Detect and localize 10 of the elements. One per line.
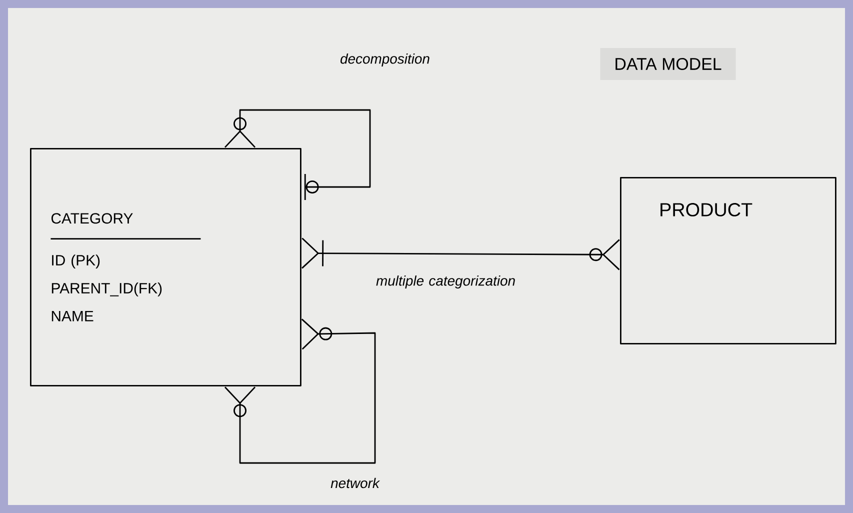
relationship-line bbox=[302, 238, 620, 270]
entity-box: CATEGORY ID (PK) PARENT_ID(FK) NAME bbox=[30, 148, 302, 386]
edge-label: decomposition bbox=[340, 54, 430, 66]
edge-label: multiple categorization bbox=[376, 276, 515, 288]
node-label: PRODUCT bbox=[660, 203, 752, 216]
entity-box bbox=[620, 177, 836, 344]
relationship-line bbox=[224, 318, 376, 464]
edge-label: network bbox=[330, 478, 380, 488]
relationship-line bbox=[224, 109, 371, 200]
title: DATA MODEL bbox=[600, 48, 736, 80]
